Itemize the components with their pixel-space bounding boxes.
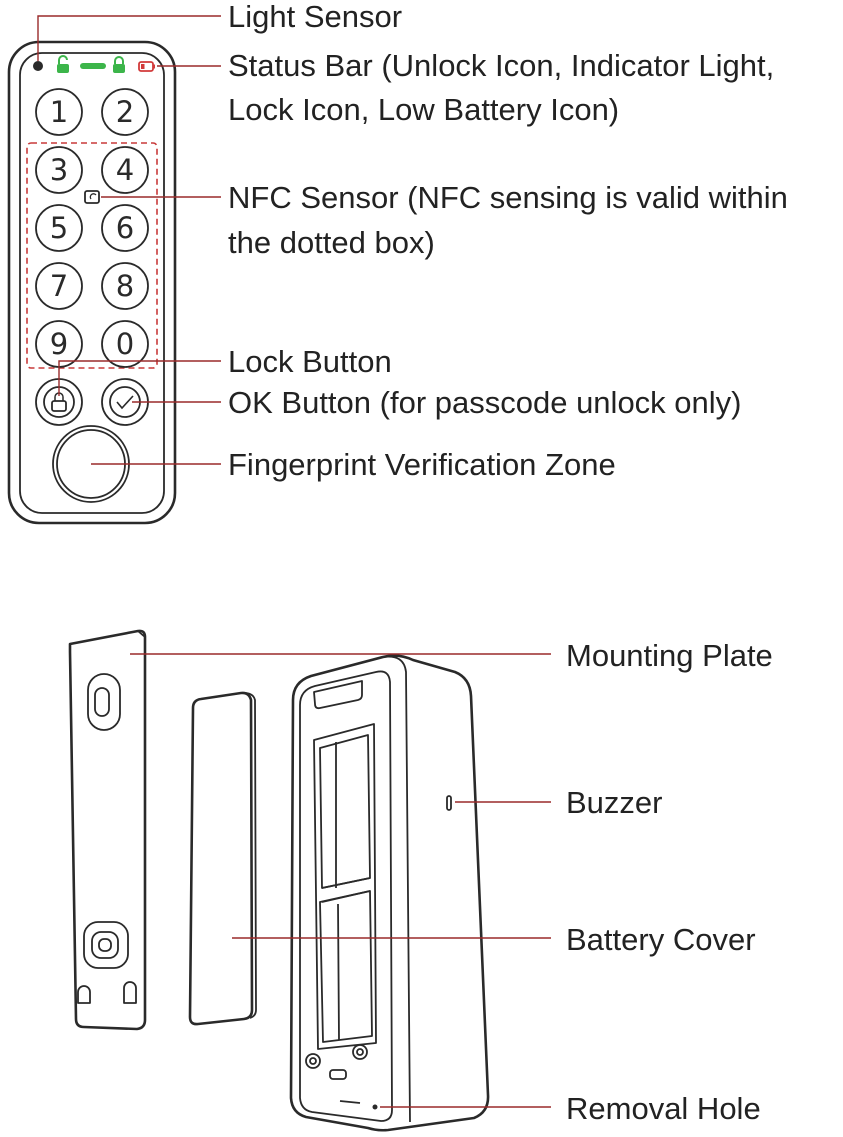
- key-8-label: 8: [116, 269, 134, 303]
- label-buzzer: Buzzer: [566, 785, 662, 820]
- status-bar: [33, 55, 155, 73]
- plate-hook-right: [123, 981, 137, 1004]
- mounting-labels: Mounting Plate Buzzer Battery Cover Remo…: [566, 638, 773, 1126]
- buzzer-slot: [446, 795, 452, 811]
- key-6-label: 6: [116, 211, 134, 245]
- label-status-bar-line2: Lock Icon, Low Battery Icon): [228, 92, 619, 127]
- key-0-label: 0: [116, 327, 134, 361]
- key-7-label: 7: [50, 269, 68, 303]
- label-removal-hole: Removal Hole: [566, 1091, 761, 1126]
- low-battery-icon: [138, 61, 155, 72]
- key-4-ring[interactable]: [101, 146, 149, 194]
- key-9-label: 9: [50, 327, 68, 361]
- nfc-zone-box: [26, 142, 158, 369]
- key-4-label: 4: [116, 153, 134, 187]
- key-3-ring[interactable]: [35, 146, 83, 194]
- key-3-label: 3: [50, 153, 68, 187]
- keypad-labels: Light Sensor Status Bar (Unlock Icon, In…: [228, 0, 788, 482]
- label-light-sensor: Light Sensor: [228, 0, 402, 34]
- nfc-icon: [84, 190, 100, 204]
- label-nfc-line1: NFC Sensor (NFC sensing is valid within: [228, 180, 788, 215]
- plate-bottom-knob: [83, 921, 129, 969]
- unlock-icon: [57, 55, 69, 73]
- key-7-ring[interactable]: [35, 262, 83, 310]
- keypad-device: 1 2 3 4 5 6 7 8 9 0: [7, 40, 177, 525]
- mounting-leader-lines: [130, 653, 551, 1108]
- indicator-light: [80, 63, 106, 69]
- keypad-leader-lines: [37, 15, 221, 465]
- key-1-label: 1: [50, 95, 68, 129]
- key-5-ring[interactable]: [35, 204, 83, 252]
- mounting-plate: [68, 629, 147, 1031]
- key-8-ring[interactable]: [101, 262, 149, 310]
- plate-hook-left: [77, 985, 91, 1004]
- label-battery-cover: Battery Cover: [566, 922, 756, 957]
- removal-hole: [372, 1104, 378, 1110]
- housing-screw-left: [305, 1053, 321, 1069]
- key-0-ring[interactable]: [101, 320, 149, 368]
- key-2-ring[interactable]: [101, 88, 149, 136]
- label-status-bar-line1: Status Bar (Unlock Icon, Indicator Light…: [228, 48, 774, 83]
- battery-cover: [188, 691, 257, 1026]
- keypad-outer-shell: [7, 40, 177, 525]
- lock-icon: [113, 56, 125, 73]
- label-ok-button: OK Button (for passcode unlock only): [228, 385, 741, 420]
- key-2-label: 2: [116, 95, 134, 129]
- light-sensor-dot: [33, 61, 43, 71]
- housing-screw-right: [352, 1044, 368, 1060]
- key-1-ring[interactable]: [35, 88, 83, 136]
- label-lock-button: Lock Button: [228, 344, 392, 379]
- housing-tab: [329, 1069, 347, 1080]
- label-nfc-line2: the dotted box): [228, 225, 435, 260]
- label-mounting-plate: Mounting Plate: [566, 638, 773, 673]
- keypad-keys: 1 2 3 4 5 6 7 8 9 0: [35, 88, 149, 368]
- plate-top-slot: [87, 673, 121, 731]
- keypad-inner-panel: [19, 52, 165, 514]
- key-5-label: 5: [50, 211, 68, 245]
- key-6-ring[interactable]: [101, 204, 149, 252]
- label-fingerprint: Fingerprint Verification Zone: [228, 447, 616, 482]
- check-icon: [116, 395, 134, 410]
- main-housing: [289, 654, 490, 1132]
